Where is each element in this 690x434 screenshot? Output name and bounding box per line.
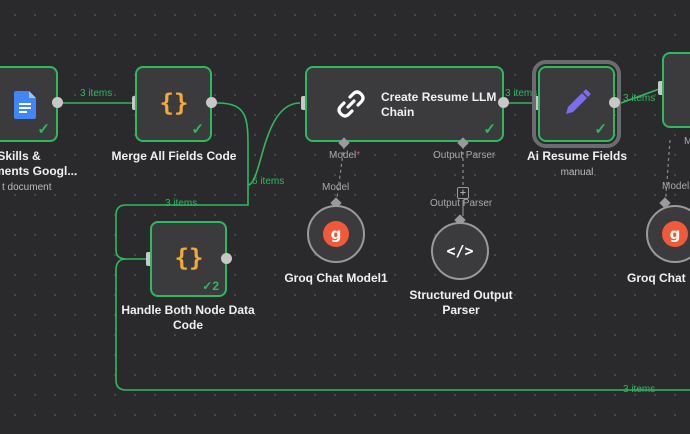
edge-label-loop-top: 3 items <box>165 198 198 209</box>
edge-label-chain-ai: 3 items <box>505 88 538 99</box>
groq-model-line-label: Model <box>322 182 350 193</box>
ai-output-port[interactable] <box>609 97 620 108</box>
success-check-icon: ✓ <box>594 121 607 138</box>
run-count-badge: ✓2 <box>202 279 219 293</box>
structured-output-parser-label: Structured Output Parser <box>409 288 513 317</box>
merge-all-fields-code-node[interactable]: {} ✓ <box>135 66 212 142</box>
wire-bottom-loop <box>115 258 690 391</box>
merge-all-fields-label: Merge All Fields Code <box>111 149 237 163</box>
ai-resume-fields-sublabel: manual <box>560 167 594 178</box>
next-node-partial[interactable] <box>662 52 690 128</box>
success-check-icon: ✓ <box>37 121 50 138</box>
chain-title: Create Resume LLM Chain <box>381 90 497 119</box>
chain-parser-port-label: Output Parser <box>433 150 496 161</box>
edge-label-merge-chain: 6 items <box>252 176 285 187</box>
groq-logo-icon: g <box>323 221 349 247</box>
wire-ai-to-next <box>620 87 663 104</box>
google-docs-label: ch Skills & shments Googl... <box>0 149 78 178</box>
wire-merge-to-chain <box>216 102 301 186</box>
wire-right-model-dashed <box>664 139 671 209</box>
ai-resume-fields-node[interactable]: ✓ <box>532 60 621 148</box>
groq-chat-model1-label: Groq Chat Model1 <box>284 271 388 285</box>
link-chain-icon <box>333 86 369 122</box>
chain-output-port[interactable] <box>498 97 509 108</box>
wire-model-dashed <box>335 145 345 206</box>
chain-model-port-label: Model* <box>329 150 361 161</box>
parser-line-label: Output Parser <box>430 198 493 209</box>
google-docs-sublabel: t document <box>2 182 52 193</box>
edge-label-doc-merge: 3 items <box>80 88 113 99</box>
pencil-icon <box>560 86 594 120</box>
groq-chat-right-node[interactable]: g <box>646 205 690 263</box>
success-check-icon: ✓ <box>483 121 496 138</box>
google-docs-icon <box>10 88 40 122</box>
groq-logo-icon: g <box>662 221 688 247</box>
groq-chat-model1-node[interactable]: g <box>307 205 365 263</box>
google-docs-node[interactable]: ✓ <box>0 66 58 142</box>
merge-output-port[interactable] <box>206 97 217 108</box>
wire-loop-top <box>115 185 249 260</box>
ai-input-port[interactable] <box>534 96 541 110</box>
chain-input-port[interactable] <box>301 96 308 110</box>
code-braces-icon: {} <box>174 244 204 272</box>
structured-output-parser-node[interactable]: </> <box>431 222 489 280</box>
add-parser-plus-icon[interactable]: + <box>457 187 469 199</box>
right-model-top-label: M <box>684 136 690 147</box>
groq-chat-right-label: Groq Chat <box>627 271 686 285</box>
ai-resume-fields-label: Ai Resume Fields <box>526 149 628 163</box>
code-braces-icon: {} <box>159 89 189 117</box>
handle-output-port[interactable] <box>221 253 232 264</box>
success-check-icon: ✓ <box>191 121 204 138</box>
handle-both-node-data-code-node[interactable]: {} ✓2 <box>150 221 227 297</box>
edge-label-bottom-loop: 3 items <box>623 384 656 395</box>
handle-both-label: Handle Both Node Data Code <box>121 303 255 332</box>
code-tag-icon: </> <box>446 242 474 260</box>
edge-label-ai-next: 3 items <box>623 93 656 104</box>
create-resume-llm-chain-node[interactable]: Create Resume LLM Chain ✓ <box>305 66 504 142</box>
next-input-port[interactable] <box>658 81 665 95</box>
handle-input-port[interactable] <box>146 252 153 266</box>
google-docs-output-port[interactable] <box>52 97 63 108</box>
right-model-port-label: Model <box>662 181 690 192</box>
